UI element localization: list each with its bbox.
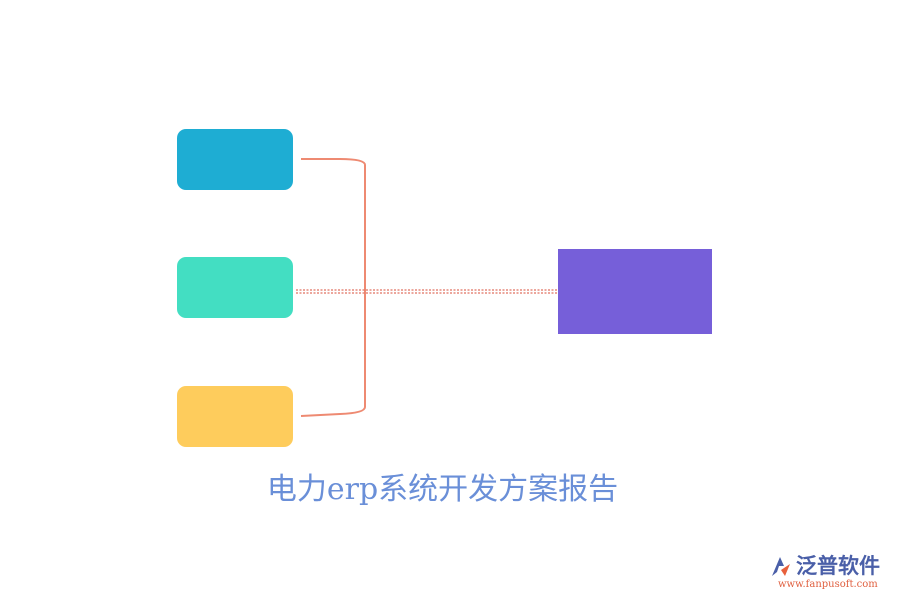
node-yellow: [177, 386, 293, 447]
logo-url: www.fanpusoft.com: [778, 579, 878, 590]
node-blue: [177, 129, 293, 190]
logo-mark-icon: [772, 557, 790, 576]
logo-name: 泛普软件: [796, 554, 880, 578]
diagram-caption: 电力erp系统开发方案报告: [266, 472, 619, 507]
brand-logo: 泛普软件 www.fanpusoft.com: [768, 552, 894, 594]
node-green: [177, 257, 293, 318]
bracket-connector: [300, 158, 366, 417]
node-target: [558, 249, 712, 334]
